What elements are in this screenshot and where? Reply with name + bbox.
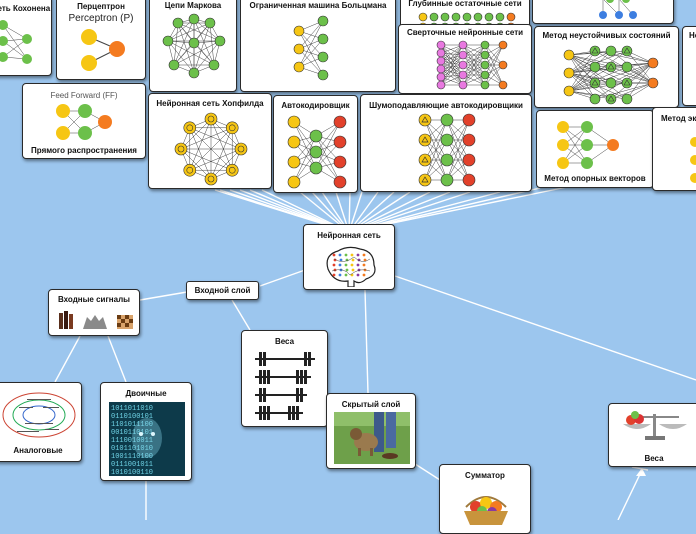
node-svm[interactable]: Метод опорных векторов: [536, 110, 654, 188]
dog-photo-icon: [334, 412, 410, 464]
node-analog-title: Аналоговые: [0, 446, 81, 455]
node-ne-right-title: Не: [689, 31, 696, 40]
barbells-icon: [245, 349, 325, 425]
kohonen-network-icon: [0, 13, 52, 73]
binary-face-icon: 1011011010011010010111010111000010110101…: [109, 402, 185, 476]
denoising-autoencoder-icon: [413, 112, 483, 190]
node-feed-forward-caption: Feed Forward (FF): [23, 91, 145, 100]
convolutional-network-icon: [423, 39, 523, 91]
node-deep-residual-title: Глубинные остаточные сети: [401, 0, 529, 8]
node-markov[interactable]: Цепи Маркова: [149, 0, 237, 92]
node-neural-net[interactable]: Нейронная сеть: [303, 224, 395, 290]
node-kohonen-title: Сеть Кохонена: [0, 4, 51, 13]
node-analog[interactable]: Аналоговые: [0, 382, 82, 462]
svg-text:1010100110: 1010100110: [111, 469, 153, 476]
markov-chain-icon: [154, 13, 234, 89]
node-autoencoder-title: Автокодировщик: [274, 101, 357, 110]
node-perceptron-subtitle: Perceptron (P): [57, 13, 145, 24]
node-extreme[interactable]: Метод эк: [652, 107, 696, 191]
node-boltzmann[interactable]: Ограниченная машина Больцмана: [240, 0, 396, 92]
brain-icon: [320, 245, 380, 287]
analog-diagram-icon: [0, 387, 79, 443]
node-denoising-title: Шумоподавляющие автокодировщики: [361, 101, 531, 110]
node-boltzmann-title: Ограниченная машина Больцмана: [241, 1, 395, 10]
node-ne-right[interactable]: Не: [682, 26, 696, 106]
node-extreme-title: Метод эк: [661, 114, 696, 123]
autoencoder-icon: [282, 114, 352, 192]
blue-network-icon: [583, 0, 663, 24]
node-input-signals[interactable]: Входные сигналы: [48, 289, 140, 336]
node-markov-title: Цепи Маркова: [150, 1, 236, 10]
node-binary-title: Двоичные: [101, 389, 191, 398]
node-weights-title: Веса: [242, 337, 327, 346]
node-hopfield[interactable]: Нейронная сеть Хопфилда: [148, 93, 272, 189]
node-kohonen[interactable]: Сеть Кохонена: [0, 0, 52, 76]
node-weights[interactable]: Веса: [241, 330, 328, 427]
node-unstable[interactable]: Метод неустойчивых состояний: [534, 26, 679, 108]
node-autoencoder[interactable]: Автокодировщик: [273, 95, 358, 193]
perceptron-icon: [75, 27, 135, 79]
node-feed-forward[interactable]: Feed Forward (FF) Прямого распространени…: [22, 83, 146, 159]
node-perceptron-title: Перцептрон: [57, 2, 145, 11]
node-input-signals-title: Входные сигналы: [49, 295, 139, 304]
node-blue-partial[interactable]: [532, 0, 674, 24]
node-conv[interactable]: Сверточные нейронные сети: [398, 24, 532, 94]
node-denoising[interactable]: Шумоподавляющие автокодировщики: [360, 94, 532, 192]
node-svm-title: Метод опорных векторов: [537, 174, 653, 183]
boltzmann-machine-icon: [289, 13, 349, 89]
hopfield-network-icon: [171, 111, 251, 187]
scales-icon: [613, 406, 696, 446]
node-adder-title: Сумматор: [440, 471, 530, 480]
node-conv-title: Сверточные нейронные сети: [399, 28, 531, 37]
feed-forward-icon: [53, 101, 123, 145]
extreme-learning-icon: [683, 128, 696, 188]
node-input-layer[interactable]: Входной слой: [186, 281, 259, 300]
node-unstable-title: Метод неустойчивых состояний: [535, 31, 678, 40]
node-hopfield-title: Нейронная сеть Хопфилда: [149, 99, 271, 108]
fruit-basket-icon: [456, 485, 516, 525]
node-feed-forward-title: Прямого распространения: [23, 146, 145, 155]
node-neural-net-title: Нейронная сеть: [304, 231, 394, 240]
input-signals-icon: [53, 307, 137, 333]
node-weights2-title: Веса: [609, 454, 696, 463]
node-weights2[interactable]: Веса: [608, 403, 696, 467]
echo-state-network-icon: [557, 43, 667, 105]
svg-text:0111001011: 0111001011: [111, 461, 153, 469]
svg-text:1011011010: 1011011010: [111, 405, 153, 413]
svm-icon: [551, 115, 641, 171]
node-adder[interactable]: Сумматор: [439, 464, 531, 534]
node-hidden-layer[interactable]: Скрытый слой: [326, 393, 416, 469]
node-hidden-layer-title: Скрытый слой: [327, 400, 415, 409]
node-perceptron[interactable]: Перцептрон Perceptron (P): [56, 0, 146, 80]
